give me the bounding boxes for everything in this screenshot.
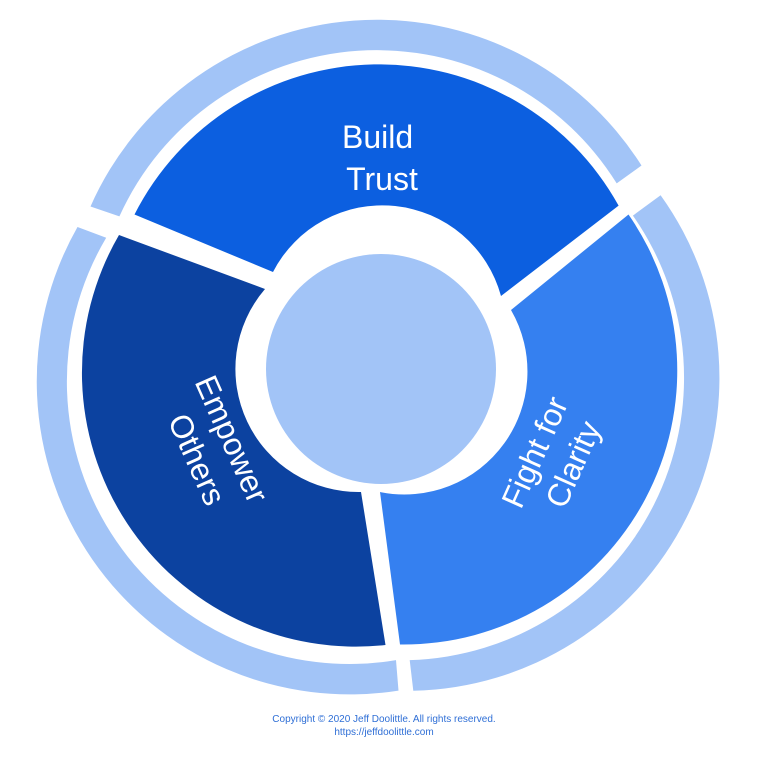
segment-build-trust (134, 64, 619, 296)
label-build-trust: Build Trust (342, 119, 422, 197)
segment-empower-others (81, 235, 386, 647)
website-link[interactable]: https://jeffdoolittle.com (334, 727, 434, 738)
label-build-trust-line-1: Build (342, 119, 413, 155)
segment-fight-for-clarity (380, 214, 678, 645)
center-hub (266, 254, 496, 484)
outer-ring-segment-top (90, 19, 642, 217)
outer-ring-segment-left (36, 227, 399, 695)
copyright-notice: Copyright © 2020 Jeff Doolittle. All rig… (272, 714, 496, 725)
outer-ring-segment-right (409, 195, 720, 691)
label-build-trust-line-2: Trust (346, 161, 418, 197)
